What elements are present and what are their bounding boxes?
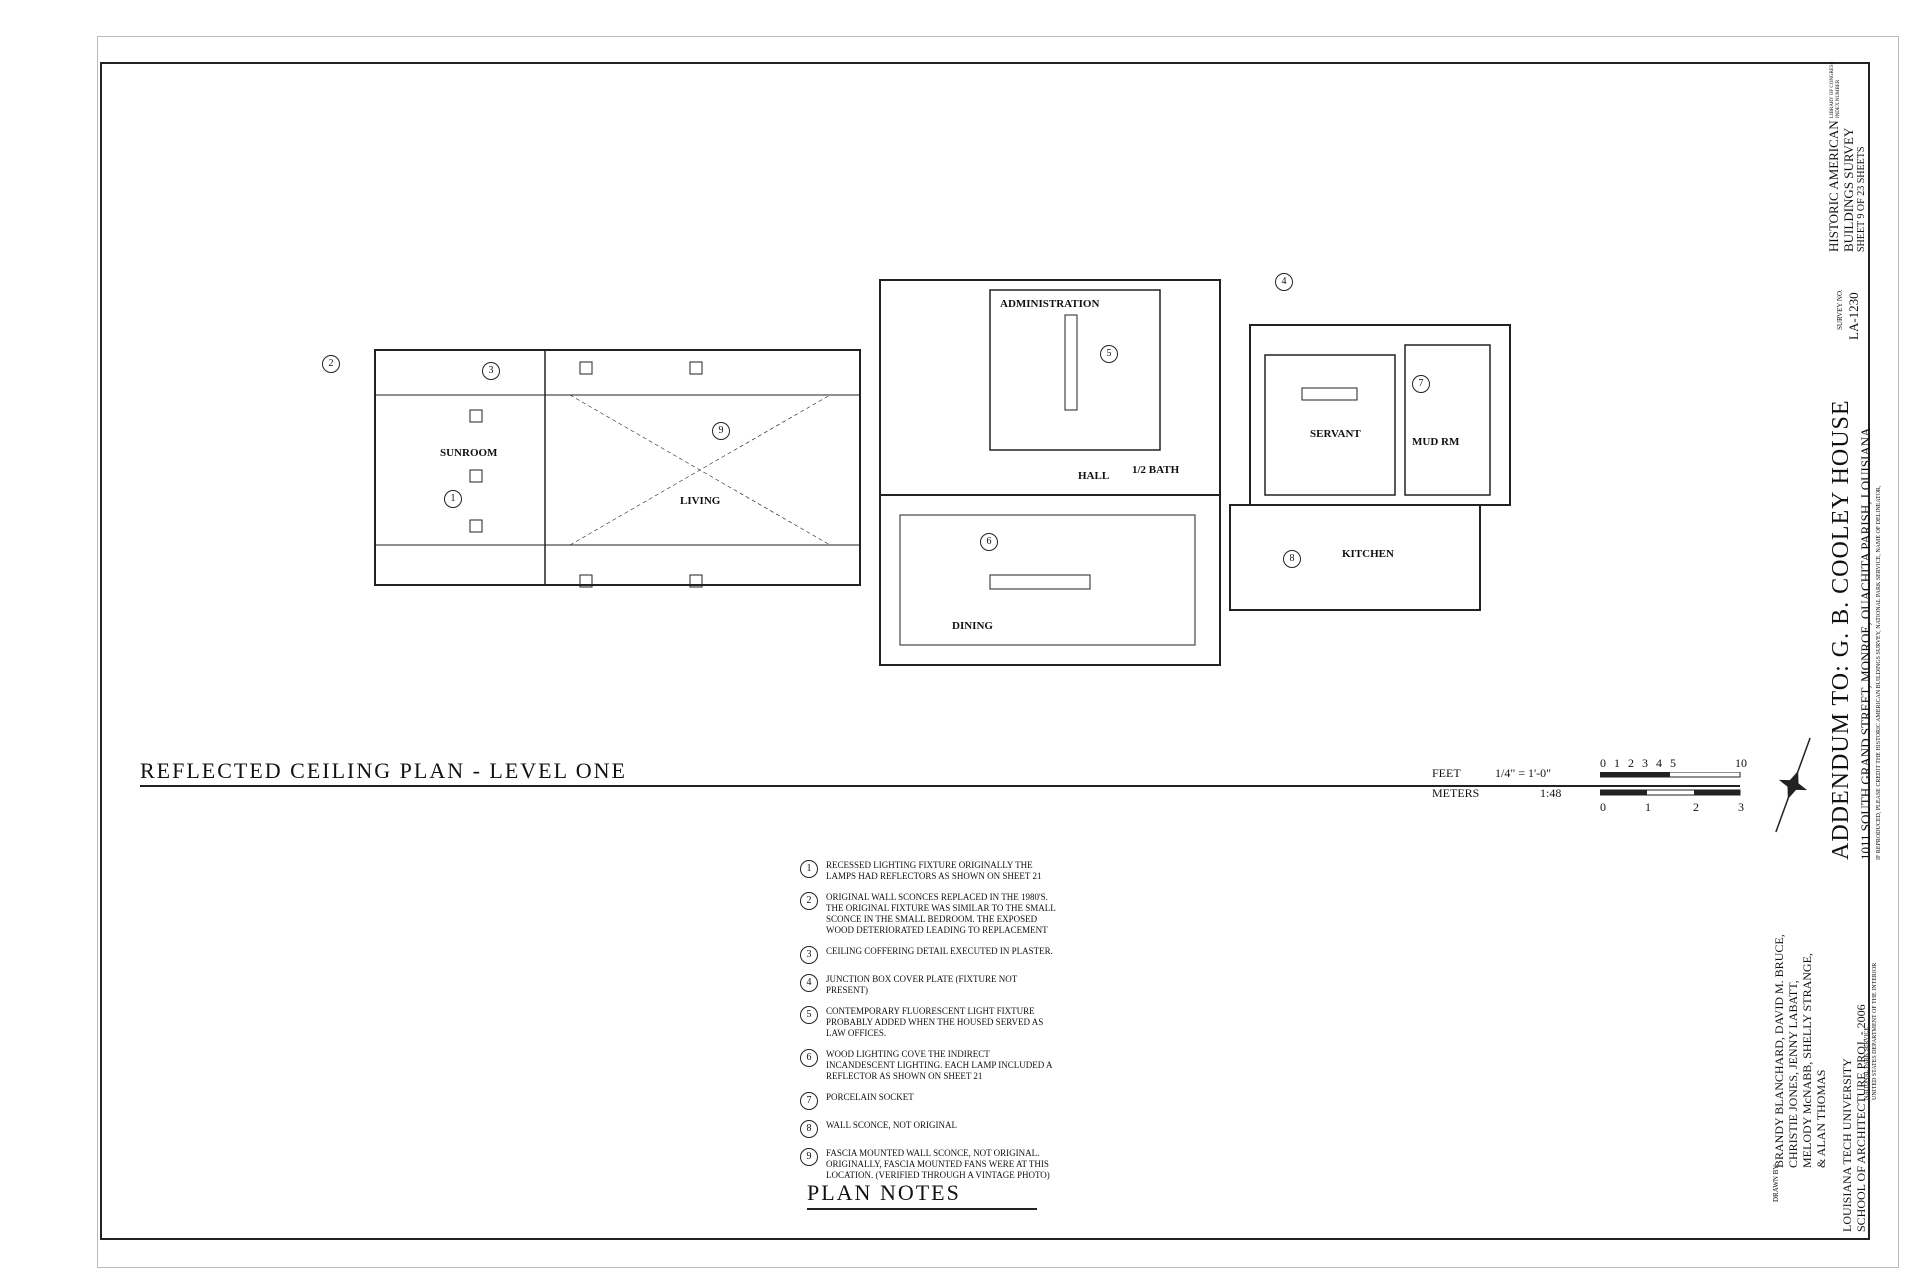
plan-notes-title: PLAN NOTES [807, 1180, 961, 1205]
callout-4: 4 [1275, 273, 1293, 291]
east-wing-wall [1249, 324, 1511, 506]
callout-6: 6 [980, 533, 998, 551]
note-text: CONTEMPORARY FLUORESCENT LIGHT FIXTURE P… [826, 1006, 1044, 1038]
room-living: LIVING [680, 495, 721, 507]
note-item: 5 CONTEMPORARY FLUORESCENT LIGHT FIXTURE … [800, 1006, 1060, 1039]
sheet-outer-border [97, 36, 1899, 1268]
room-mud-room: MUD RM [1412, 436, 1460, 448]
note-item: 2 ORIGINAL WALL SCONCES REPLACED IN THE 1… [800, 892, 1060, 936]
habs-title-line-2: BUILDINGS SURVEY [1841, 127, 1856, 252]
room-kitchen: KITCHEN [1342, 548, 1394, 560]
sheet-number: SHEET 9 OF 23 SHEETS [1856, 146, 1867, 252]
note-text: JUNCTION BOX COVER PLATE (FIXTURE NOT PR… [826, 974, 1018, 995]
note-number: 5 [800, 1006, 818, 1024]
scale-foot-tick-1: 1 [1614, 756, 1620, 770]
drawn-by-line-2: CHRISTIE JONES, JENNY LABATT, [1786, 980, 1800, 1168]
note-number: 9 [800, 1148, 818, 1166]
scale-foot-tick-5: 5 [1670, 756, 1676, 770]
scale-meters-label: METERS [1432, 786, 1480, 800]
agency-line-2: UNITED STATES DEPARTMENT OF THE INTERIOR [1872, 962, 1878, 1100]
note-number: 4 [800, 974, 818, 992]
drawn-by-line-1: BRANDY BLANCHARD, DAVID M. BRUCE, [1772, 934, 1786, 1168]
address: 1011 SOUTH GRAND STREET, MONROE, OUACHIT… [1858, 427, 1873, 860]
scale-feet-ratio: 1/4" = 1'-0" [1495, 766, 1552, 780]
room-half-bath: 1/2 BATH [1132, 464, 1180, 476]
callout-7: 7 [1412, 375, 1430, 393]
scale-meter-tick-1: 1 [1645, 800, 1651, 814]
scale-meter-tick-2: 2 [1693, 800, 1699, 814]
note-item: 7 PORCELAIN SOCKET [800, 1092, 1060, 1110]
note-text: CEILING COFFERING DETAIL EXECUTED IN PLA… [826, 946, 1053, 956]
library-label-line-1: LIBRARY OF CONGRESS [1830, 61, 1835, 119]
note-text: RECESSED LIGHTING FIXTURE ORIGINALLY THE… [826, 860, 1042, 881]
north-arrow-icon [1775, 737, 1811, 833]
drawn-by-line-3: MELODY McNABB, SHELLY STRANGE, [1800, 953, 1814, 1168]
plan-notes-title-rule [807, 1208, 1037, 1210]
room-administration: ADMINISTRATION [1000, 298, 1100, 310]
room-dining: DINING [952, 620, 993, 632]
drawing-title-rule [140, 785, 1740, 787]
scale-meter-tick-3: 3 [1738, 800, 1744, 814]
dining-wall [879, 494, 1221, 666]
note-number: 7 [800, 1092, 818, 1110]
scale-meters-ratio: 1:48 [1540, 786, 1562, 800]
west-wing-wall [374, 349, 861, 586]
scale-bar-graphic [1600, 772, 1741, 796]
drawing-frame [100, 62, 1870, 1240]
room-servant: SERVANT [1310, 428, 1361, 440]
drawn-by-label: DRAWN BY: [1772, 1163, 1780, 1202]
note-number: 8 [800, 1120, 818, 1138]
callout-8: 8 [1283, 550, 1301, 568]
scale-foot-tick-3: 3 [1642, 756, 1648, 770]
note-item: 1 RECESSED LIGHTING FIXTURE ORIGINALLY TH… [800, 860, 1060, 882]
center-core-wall [879, 279, 1221, 496]
drawing-title: REFLECTED CEILING PLAN - LEVEL ONE [140, 758, 627, 783]
note-text: WALL SCONCE, NOT ORIGINAL [826, 1120, 957, 1130]
callout-5: 5 [1100, 345, 1118, 363]
note-item: 9 FASCIA MOUNTED WALL SCONCE, NOT ORIGINA… [800, 1148, 1060, 1181]
note-item: 8 WALL SCONCE, NOT ORIGINAL [800, 1120, 1060, 1138]
note-number: 1 [800, 860, 818, 878]
scale-meter-tick-0: 0 [1600, 800, 1606, 814]
callout-9: 9 [712, 422, 730, 440]
drawn-by-line-4: & ALAN THOMAS [1814, 1069, 1828, 1168]
scale-foot-tick-0: 0 [1600, 756, 1606, 770]
note-number: 6 [800, 1049, 818, 1067]
kitchen-wall [1229, 504, 1481, 611]
note-item: 6 WOOD LIGHTING COVE THE INDIRECT INCANDE… [800, 1049, 1060, 1082]
callout-2: 2 [322, 355, 340, 373]
note-item: 3 CEILING COFFERING DETAIL EXECUTED IN PL… [800, 946, 1060, 964]
note-text: FASCIA MOUNTED WALL SCONCE, NOT ORIGINAL… [826, 1148, 1050, 1180]
note-number: 3 [800, 946, 818, 964]
note-number: 2 [800, 892, 818, 910]
callout-1: 1 [444, 490, 462, 508]
plan-notes-list: 1 RECESSED LIGHTING FIXTURE ORIGINALLY TH… [800, 860, 1060, 1191]
note-item: 4 JUNCTION BOX COVER PLATE (FIXTURE NOT P… [800, 974, 1060, 996]
agency-line-1: NATIONAL PARK SERVICE [1864, 1026, 1870, 1100]
survey-no-label: SURVEY NO. [1836, 289, 1844, 330]
note-text: PORCELAIN SOCKET [826, 1092, 914, 1102]
note-text: WOOD LIGHTING COVE THE INDIRECT INCANDES… [826, 1049, 1052, 1081]
main-title: ADDENDUM TO: G. B. COOLEY HOUSE [1828, 399, 1854, 860]
room-hall: HALL [1078, 470, 1110, 482]
scale-foot-tick-4: 4 [1656, 756, 1662, 770]
room-sunroom: SUNROOM [440, 447, 498, 459]
scale-foot-tick-10: 10 [1735, 756, 1747, 770]
scale-feet-label: FEET [1432, 766, 1461, 780]
scale-foot-tick-2: 2 [1628, 756, 1634, 770]
library-label-line-2: INDEX NUMBER [1836, 79, 1841, 118]
survey-number: LA-1230 [1846, 292, 1861, 340]
school-line-1: LOUISIANA TECH UNIVERSITY [1840, 1058, 1854, 1232]
habs-title-line-1: HISTORIC AMERICAN [1826, 120, 1841, 252]
callout-3: 3 [482, 362, 500, 380]
note-text: ORIGINAL WALL SCONCES REPLACED IN THE 19… [826, 892, 1056, 935]
credit-line: IF REPRODUCED, PLEASE CREDIT THE HISTORI… [1876, 485, 1882, 860]
